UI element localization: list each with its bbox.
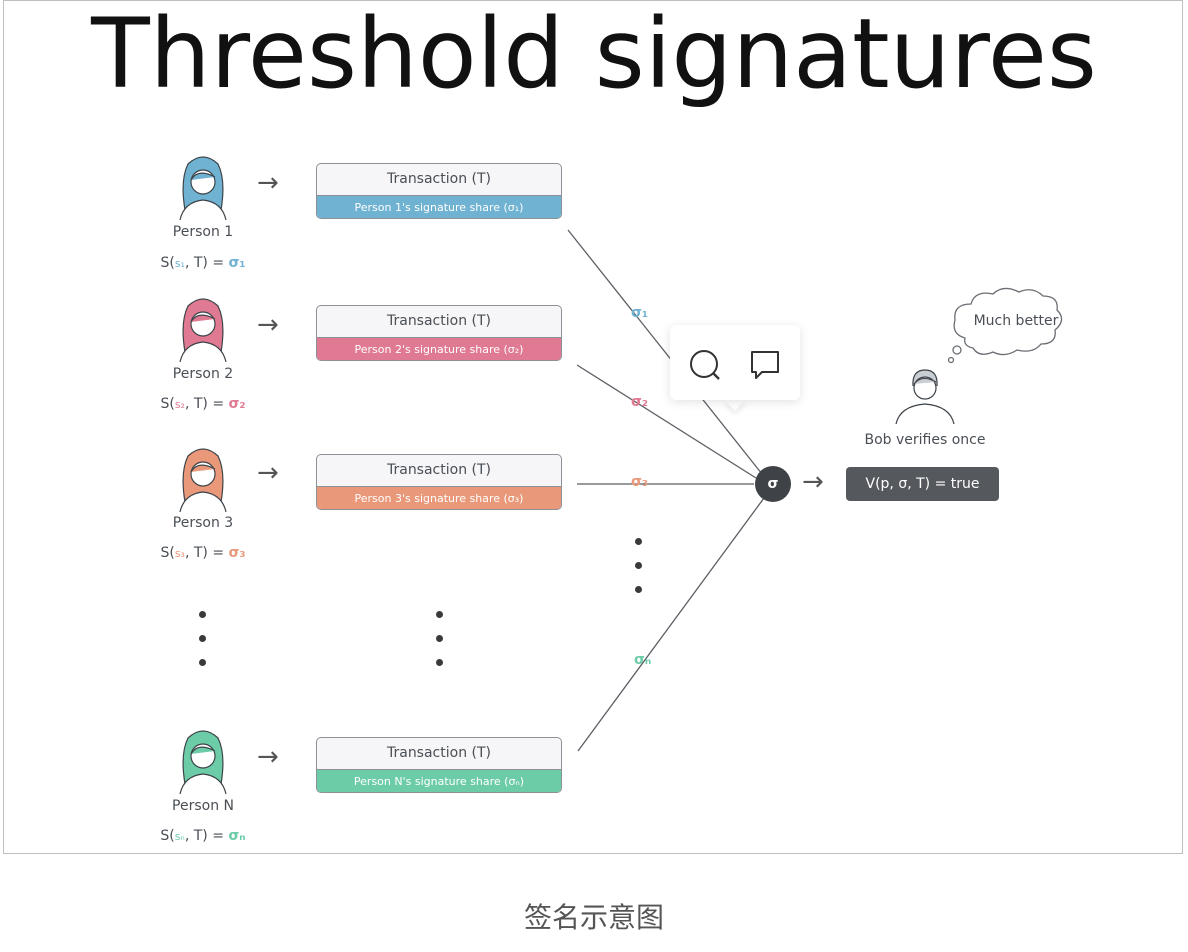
figure-frame bbox=[3, 0, 1183, 854]
signature-share-1: Person 1's signature share (σ₁) bbox=[317, 195, 561, 218]
edge-label-2: σ₂ bbox=[631, 394, 649, 410]
arrow-icon: → bbox=[802, 467, 824, 497]
thought-text: Much better bbox=[973, 313, 1059, 329]
ellipsis-dot bbox=[199, 659, 206, 666]
figure-caption: 签名示意图 bbox=[523, 901, 664, 934]
ellipsis-dot bbox=[436, 635, 443, 642]
arrow-icon: → bbox=[257, 458, 279, 488]
person-3-avatar bbox=[168, 442, 238, 513]
transaction-box-2: Transaction (T) Person 2's signature sha… bbox=[316, 305, 562, 361]
ellipsis-dot bbox=[436, 611, 443, 618]
verification-result: V(p, σ, T) = true bbox=[846, 467, 999, 501]
person-n-formula: S(sₙ, T) = σₙ bbox=[160, 828, 246, 844]
transaction-box-n: Transaction (T) Person N's signature sha… bbox=[316, 737, 562, 793]
edge-label-3: σ₃ bbox=[631, 474, 649, 490]
aggregate-signature-node: σ bbox=[755, 466, 791, 502]
person-2-name: Person 2 bbox=[172, 366, 234, 382]
person-1-name: Person 1 bbox=[172, 224, 234, 240]
signature-share-n: Person N's signature share (σₙ) bbox=[317, 769, 561, 792]
person-2-formula: S(s₂, T) = σ₂ bbox=[160, 396, 246, 412]
ellipsis-dot bbox=[635, 538, 642, 545]
ellipsis-dot bbox=[436, 659, 443, 666]
arrow-icon: → bbox=[257, 310, 279, 340]
ellipsis-dot bbox=[635, 586, 642, 593]
ellipsis-dot bbox=[635, 562, 642, 569]
bob-label: Bob verifies once bbox=[864, 432, 986, 448]
edge-label-1: σ₁ bbox=[631, 305, 649, 321]
transaction-title: Transaction (T) bbox=[386, 313, 491, 329]
person-n-avatar bbox=[168, 724, 238, 795]
page-title: Threshold signatures bbox=[91, 0, 1097, 110]
edge-line-2 bbox=[576, 364, 757, 479]
search-icon[interactable] bbox=[688, 348, 722, 382]
transaction-title: Transaction (T) bbox=[386, 462, 491, 478]
signature-share-2: Person 2's signature share (σ₂) bbox=[317, 337, 561, 360]
person-3-formula: S(s₃, T) = σ₃ bbox=[160, 545, 246, 561]
ellipsis-dot bbox=[199, 635, 206, 642]
arrow-icon: → bbox=[257, 168, 279, 198]
bob-avatar bbox=[890, 358, 960, 428]
thought-bubble bbox=[947, 287, 1063, 364]
edge-line-1 bbox=[567, 229, 763, 475]
transaction-title: Transaction (T) bbox=[386, 171, 491, 187]
edge-label-n: σₙ bbox=[634, 652, 652, 668]
transaction-title: Transaction (T) bbox=[386, 745, 491, 761]
comment-icon[interactable] bbox=[748, 348, 782, 382]
person-n-name: Person N bbox=[172, 798, 234, 814]
signature-share-3: Person 3's signature share (σ₃) bbox=[317, 486, 561, 509]
person-1-avatar bbox=[168, 150, 238, 221]
transaction-box-1: Transaction (T) Person 1's signature sha… bbox=[316, 163, 562, 219]
transaction-box-3: Transaction (T) Person 3's signature sha… bbox=[316, 454, 562, 510]
person-2-avatar bbox=[168, 292, 238, 363]
arrow-icon: → bbox=[257, 742, 279, 772]
ellipsis-dot bbox=[199, 611, 206, 618]
person-3-name: Person 3 bbox=[172, 515, 234, 531]
edge-line-n bbox=[577, 497, 765, 752]
person-1-formula: S(s₁, T) = σ₁ bbox=[160, 255, 246, 271]
